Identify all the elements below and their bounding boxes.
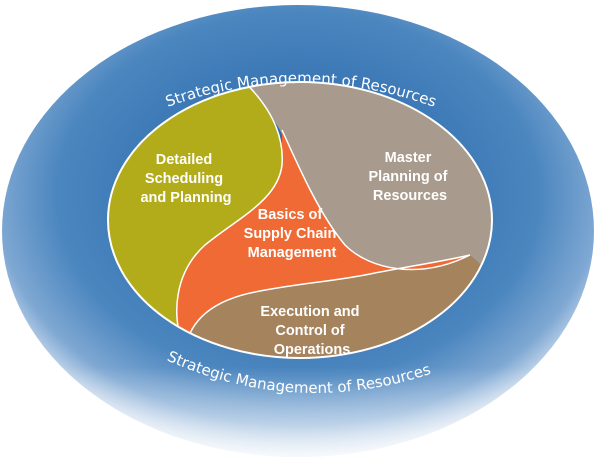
label-basics-supply-chain: Basics of Supply Chain Management: [244, 207, 341, 261]
inner-oval-border: [107, 81, 493, 359]
label-execution-control: Execution and Control of Operations: [260, 304, 363, 358]
label-detailed-scheduling: Detailed Scheduling and Planning: [140, 152, 231, 206]
segment-basics-supply-chain: [176, 130, 470, 350]
label-master-planning: Master Planning of Resources: [369, 150, 452, 204]
segment-dividers: [176, 82, 471, 351]
